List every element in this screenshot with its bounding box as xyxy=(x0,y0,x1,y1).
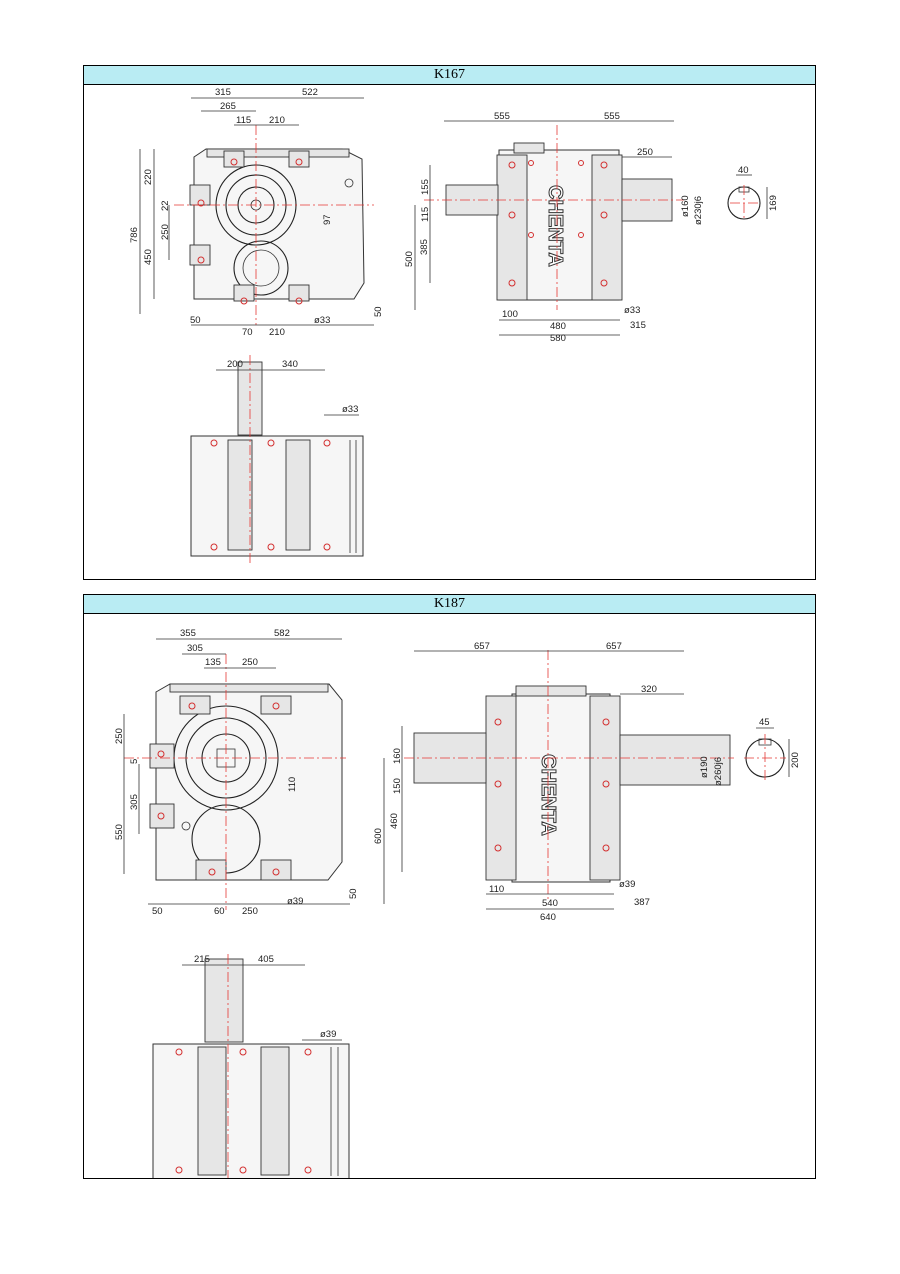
dim-text: 97 xyxy=(322,214,333,225)
dim-text: 305 xyxy=(129,794,140,810)
dim-text: 115 xyxy=(420,207,431,222)
panel-title: K187 xyxy=(84,595,815,614)
dim-text: 169 xyxy=(768,195,779,211)
dim-text: 500 xyxy=(404,251,415,267)
dim-text: 160 xyxy=(392,748,403,764)
dim-text: 387 xyxy=(634,897,650,908)
front-view: 355 305 135 250 582 250 5 305 550 110 50… xyxy=(114,628,359,917)
dim-text: 582 xyxy=(274,628,290,639)
dim-text: 135 xyxy=(205,657,221,668)
dim-text: 60 xyxy=(214,906,225,917)
dim-text: 110 xyxy=(489,884,504,895)
dim-text: 250 xyxy=(242,657,258,668)
dim-text: 155 xyxy=(420,179,431,195)
dim-text: ø39 xyxy=(619,879,635,890)
dim-text: ø160 xyxy=(680,195,691,217)
dim-text: 110 xyxy=(287,777,298,792)
dim-text: 786 xyxy=(129,227,140,243)
dim-text: 640 xyxy=(540,912,556,923)
dim-text: 305 xyxy=(187,643,203,654)
dim-text: 480 xyxy=(550,321,566,332)
dim-text: 555 xyxy=(604,111,620,122)
dim-text: 320 xyxy=(641,684,657,695)
top-view: 200 340 ø33 xyxy=(190,355,364,565)
dim-text: ø260j6 xyxy=(713,757,724,786)
dim-text: 550 xyxy=(114,824,125,840)
dim-text: 45 xyxy=(759,717,770,728)
dim-text: 115 xyxy=(236,115,251,126)
dim-text: 150 xyxy=(392,778,403,794)
dim-text: 200 xyxy=(227,359,243,370)
dim-text: 250 xyxy=(242,906,258,917)
dim-text: 210 xyxy=(269,115,285,126)
dim-text: ø39 xyxy=(320,1029,336,1040)
dim-text: 340 xyxy=(282,359,298,370)
dim-text: 405 xyxy=(258,954,274,965)
dim-text: ø190 xyxy=(699,756,710,778)
dim-text: ø33 xyxy=(342,404,358,415)
dim-text: 22 xyxy=(160,200,171,211)
dim-text: 460 xyxy=(389,813,400,829)
dim-text: 580 xyxy=(550,333,566,344)
top-view: 215 405 ø39 xyxy=(152,954,350,1178)
panel-title: K167 xyxy=(84,66,815,85)
dim-text: 315 xyxy=(630,320,646,331)
dim-text: 265 xyxy=(220,101,236,112)
dim-text: 450 xyxy=(143,249,154,265)
drawing-panel-k167: K167 xyxy=(83,65,816,580)
dim-text: 200 xyxy=(790,752,801,768)
brand-logo: CHENTA xyxy=(544,185,566,267)
shaft-key-detail: 45 200 xyxy=(744,717,801,782)
dim-text: 385 xyxy=(419,239,430,255)
dim-text: 210 xyxy=(269,327,285,338)
dim-text: ø230j6 xyxy=(693,196,704,225)
dim-text: 50 xyxy=(348,888,359,899)
drawing-panel-k187: K187 xyxy=(83,594,816,1179)
dim-text: 522 xyxy=(302,87,318,98)
dim-text: 40 xyxy=(738,165,749,176)
dim-text: ø33 xyxy=(624,305,640,316)
dim-text: 50 xyxy=(190,315,201,326)
dim-text: 250 xyxy=(114,728,125,744)
dim-text: 50 xyxy=(152,906,163,917)
front-view: 315 265 115 210 522 786 220 22 250 450 9… xyxy=(129,87,384,338)
dim-text: ø33 xyxy=(314,315,330,326)
dim-text: 555 xyxy=(494,111,510,122)
dim-text: 315 xyxy=(215,87,231,98)
dim-text: 657 xyxy=(474,641,490,652)
dim-text: 355 xyxy=(180,628,196,639)
shaft-key-detail: 40 169 xyxy=(727,165,779,221)
dim-text: 70 xyxy=(242,327,253,338)
side-view: CHENTA 555 555 250 155 115 500 385 ø160 … xyxy=(404,111,704,344)
k167-drawing: 315 265 115 210 522 786 220 22 250 450 9… xyxy=(129,87,779,565)
side-view: CHENTA 657 657 320 160 150 600 460 ø190 … xyxy=(373,641,734,923)
dim-text: 220 xyxy=(143,169,154,185)
dim-text: 100 xyxy=(502,309,518,320)
dim-text: 215 xyxy=(194,954,210,965)
dim-text: 600 xyxy=(373,828,384,844)
dim-text: ø39 xyxy=(287,896,303,907)
dim-text: 50 xyxy=(373,306,384,317)
dim-text: 250 xyxy=(637,147,653,158)
dim-text: 540 xyxy=(542,898,558,909)
dim-text: 250 xyxy=(160,224,171,240)
dim-text: 657 xyxy=(606,641,622,652)
dim-text: 5 xyxy=(129,759,140,764)
k187-drawing: 355 305 135 250 582 250 5 305 550 110 50… xyxy=(114,628,801,1178)
